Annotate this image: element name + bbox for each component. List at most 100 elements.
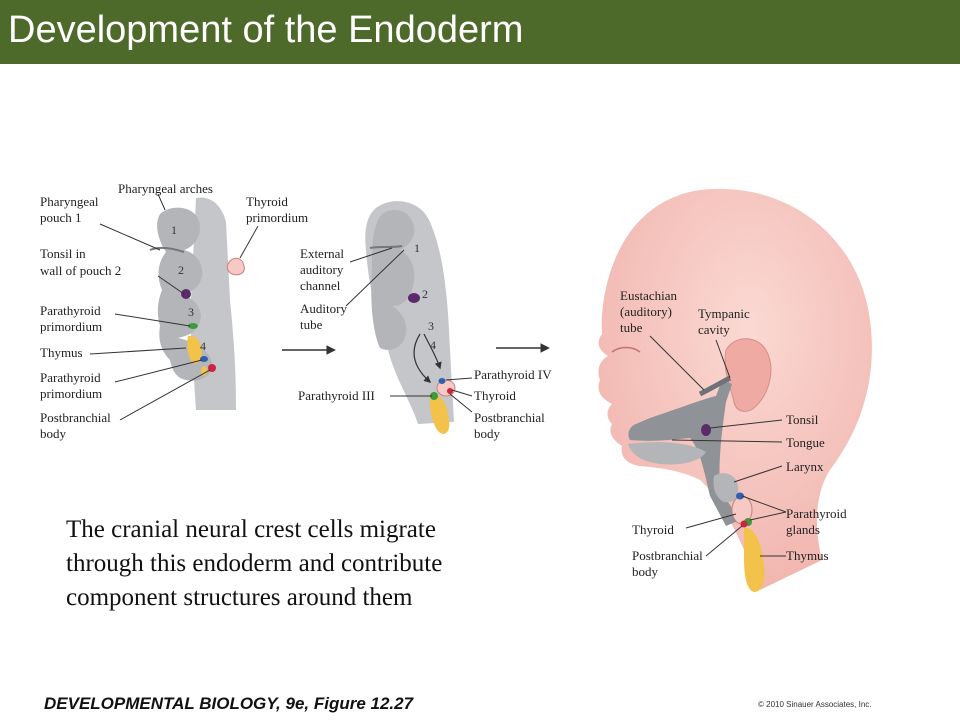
- leader-line: [345, 249, 405, 307]
- panel-a-arch-number: 2: [178, 263, 184, 277]
- panel-c-thymus: [744, 527, 765, 592]
- panel-b-migration-arrow: [423, 333, 442, 370]
- panel-b-arch-number: 1: [414, 241, 420, 255]
- label-tonsil: Tonsil: [786, 412, 819, 427]
- label-postbranchial-body: Postbranchial: [40, 410, 111, 425]
- label-thyroid-primordium: Thyroid: [246, 194, 288, 209]
- body-line: through this endoderm and contribute: [66, 550, 443, 577]
- leader-line: [649, 335, 705, 391]
- leader-line: [114, 313, 191, 327]
- label-eustachian-tube: tube: [620, 320, 643, 335]
- leader-line: [89, 347, 187, 355]
- leader-line: [733, 465, 783, 483]
- label-auditory-tube: tube: [300, 317, 323, 332]
- label-postbranchial-body: body: [474, 426, 501, 441]
- panel-b: 1 2 3 4 External auditory channel Audito…: [298, 201, 552, 441]
- panel-b-arches: [371, 210, 415, 350]
- panel-b-postbranchial: [447, 388, 453, 394]
- label-eustachian-tube: (auditory): [620, 304, 672, 319]
- panel-a-thymus-tail: [201, 366, 207, 376]
- leader-line: [99, 223, 161, 251]
- label-postbranchial-body: Postbranchial: [474, 410, 545, 425]
- panel-c-parathyroid-blue: [736, 492, 744, 500]
- leader-line: [685, 513, 737, 529]
- leader-line: [749, 511, 787, 521]
- label-parathyroid-iii: Parathyroid III: [298, 388, 375, 403]
- leader-line: [445, 377, 473, 381]
- leader-line: [715, 339, 731, 379]
- label-postbranchial-body: Postbranchial: [632, 548, 703, 563]
- leader-line: [709, 419, 783, 429]
- label-tongue: Tongue: [786, 435, 825, 450]
- label-parathyroid-primordium: primordium: [40, 386, 102, 401]
- label-parathyroid-glands: glands: [786, 522, 820, 537]
- label-eustachian-tube: Eustachian: [620, 288, 678, 303]
- label-parathyroid-glands: Parathyroid: [786, 506, 847, 521]
- body-line: component structures around them: [66, 584, 413, 611]
- slide-title: Development of the Endoderm: [8, 9, 524, 51]
- panel-a-arch-number: 4: [200, 339, 206, 353]
- label-parathyroid-primordium: primordium: [40, 319, 102, 334]
- leader-line: [119, 369, 211, 421]
- panel-a-tonsil: [181, 289, 191, 299]
- eye: [611, 346, 641, 353]
- label-parathyroid-primordium: Parathyroid: [40, 370, 101, 385]
- label-external-auditory-channel: channel: [300, 278, 341, 293]
- panel-b-thymus: [430, 394, 450, 434]
- label-tonsil: Tonsil in: [40, 246, 86, 261]
- title-bar: [0, 0, 960, 64]
- label-pharyngeal-arches: Pharyngeal arches: [118, 181, 213, 196]
- panel-c-postbranchial: [740, 520, 748, 528]
- panel-a: 1 2 3 4 Pharyngeal arches Pharyngeal pou…: [40, 181, 308, 441]
- slide-body-text: The cranial neural crest cells migrate t…: [66, 513, 556, 615]
- leader-line: [451, 389, 473, 397]
- panel-a-parathyroid-green: [188, 323, 198, 329]
- panel-b-arch-number: 4: [430, 338, 436, 352]
- label-thymus: Thymus: [786, 548, 829, 563]
- label-postbranchial-body: body: [632, 564, 659, 579]
- label-larynx: Larynx: [786, 459, 824, 474]
- label-tympanic-cavity: Tympanic: [698, 306, 750, 321]
- leader-line: [449, 393, 473, 413]
- label-external-auditory-channel: auditory: [300, 262, 344, 277]
- leader-line: [741, 495, 787, 513]
- ear: [724, 338, 772, 412]
- panel-b-external-channel: [369, 245, 403, 249]
- label-thymus: Thymus: [40, 345, 83, 360]
- panel-a-arch-number: 1: [171, 223, 177, 237]
- leader-line: [349, 247, 393, 263]
- label-thyroid: Thyroid: [474, 388, 516, 403]
- label-parathyroid-iv: Parathyroid IV: [474, 367, 552, 382]
- panel-b-tonsil: [408, 293, 420, 303]
- body-line: The cranial neural crest cells migrate: [66, 516, 436, 543]
- label-thyroid: Thyroid: [632, 522, 674, 537]
- leader-line: [157, 275, 185, 295]
- panel-a-arches: [157, 207, 213, 381]
- label-pharyngeal-pouch: pouch 1: [40, 210, 82, 225]
- label-auditory-tube: Auditory: [300, 301, 347, 316]
- panel-b-arch-number: 2: [422, 287, 428, 301]
- label-postbranchial-body: body: [40, 426, 67, 441]
- panel-c-tonsil: [701, 424, 711, 436]
- leader-line: [239, 225, 259, 259]
- panel-a-thyroid-primordium: [226, 257, 245, 276]
- panel-a-pouch-1: [149, 246, 185, 253]
- eustachian-tube: [698, 375, 732, 397]
- tongue-region: [628, 442, 706, 465]
- panel-b-parathyroid-iv: [438, 378, 446, 384]
- label-thyroid-primordium: primordium: [246, 210, 308, 225]
- panel-c: Eustachian (auditory) tube Tympanic cavi…: [598, 188, 872, 592]
- leader-line: [157, 193, 166, 211]
- larynx: [713, 473, 739, 503]
- panel-a-parathyroid-blue: [200, 356, 208, 362]
- leader-line: [114, 359, 203, 383]
- pharynx-cavity: [628, 380, 740, 526]
- figure-caption: DEVELOPMENTAL BIOLOGY, 9e, Figure 12.27: [44, 694, 414, 713]
- panel-b-arch-number: 3: [428, 319, 434, 333]
- copyright-notice: © 2010 Sinauer Associates, Inc.: [758, 700, 872, 709]
- panel-b-migration-arrow: [413, 333, 432, 383]
- label-parathyroid-primordium: Parathyroid: [40, 303, 101, 318]
- panel-b-parathyroid-iii: [430, 392, 438, 400]
- panel-a-thymus: [187, 335, 202, 364]
